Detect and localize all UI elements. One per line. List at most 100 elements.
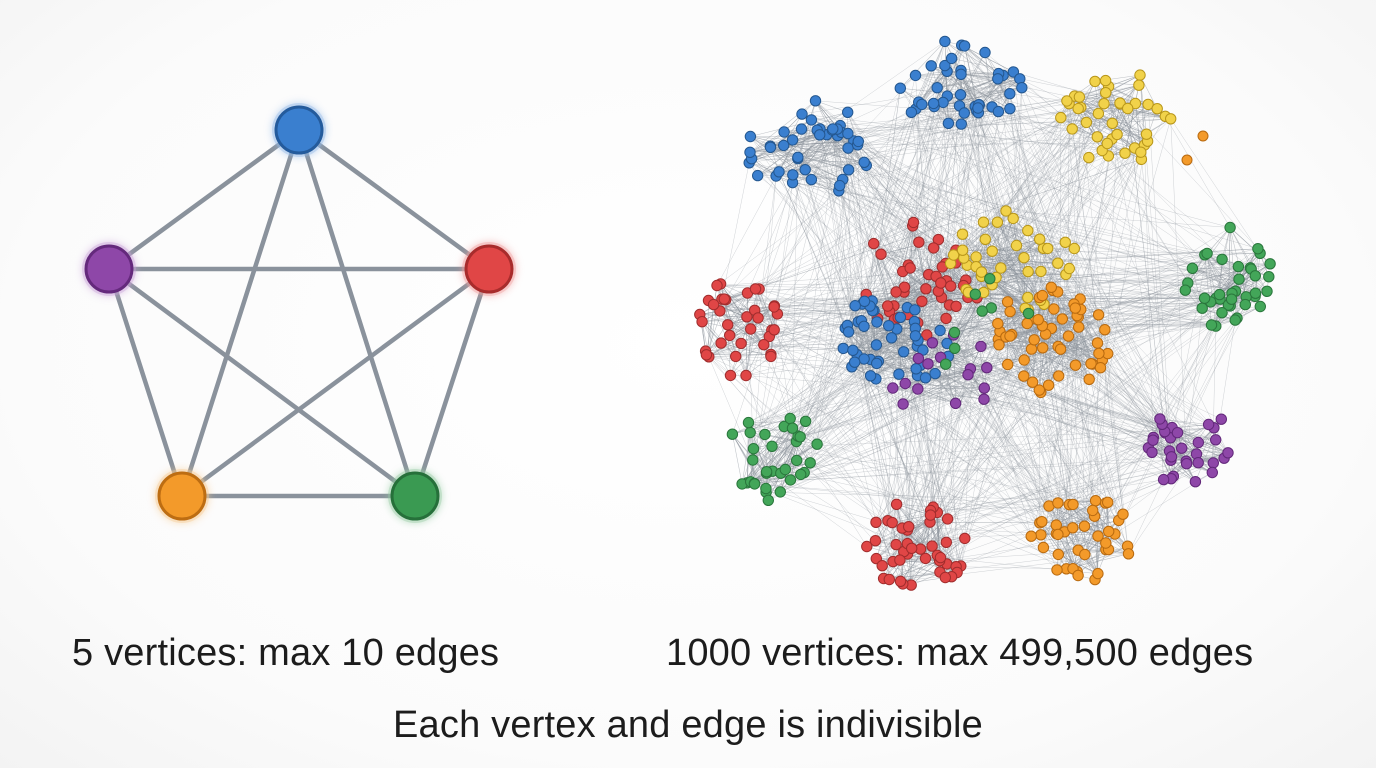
large-vertex-blue-cluster-top-6	[931, 82, 943, 94]
large-vertex-green-cluster-right-139	[1233, 273, 1245, 285]
large-vertex-orange-cluster-bottom-right-305	[1102, 496, 1114, 508]
large-edge-1799	[1114, 293, 1233, 535]
large-edge-963	[1024, 263, 1271, 361]
large-vertex-core-orange-535	[1004, 330, 1016, 342]
large-edge-2564	[716, 267, 1001, 286]
large-edge-413	[903, 103, 1070, 293]
large-vertex-core-blue-476	[871, 316, 883, 328]
large-edge-2582	[1027, 230, 1078, 572]
large-edge-3163	[954, 323, 1028, 333]
large-edge-2862	[878, 117, 1062, 362]
large-edge-3182	[1051, 287, 1172, 457]
large-edge-1594	[771, 446, 1108, 503]
large-vertex-green-cluster-right-156	[1249, 270, 1262, 282]
large-edge-3076	[1038, 314, 1099, 320]
large-edge-1765	[1040, 440, 1154, 535]
large-edge-3316	[983, 398, 1163, 425]
large-vertex-core-blue-452	[885, 332, 898, 344]
large-vertex-red-cluster-left-164	[724, 329, 736, 342]
large-edge-205	[911, 112, 968, 266]
large-edge-2865	[872, 300, 1085, 555]
large-edge-3260	[905, 374, 969, 384]
large-edge-1982	[883, 526, 909, 579]
large-vertex-core-orange-487	[1073, 321, 1085, 333]
large-vertex-blue-cluster-upper-left-125	[814, 129, 826, 141]
footer-caption: Each vertex and edge is indivisible	[392, 704, 983, 746]
large-edge-1676	[1076, 502, 1106, 572]
large-vertex-blue-cluster-top-0	[1004, 88, 1016, 100]
large-vertex-orange-cluster-bottom-right-299	[1067, 522, 1079, 534]
large-vertex-orange-cluster-bottom-right-295	[1052, 528, 1064, 541]
large-edge-2742	[896, 328, 900, 375]
large-edge-370	[1108, 86, 1142, 153]
large-edge-452	[959, 105, 1113, 140]
large-edge-1122	[702, 313, 778, 322]
large-edge-480	[780, 141, 1148, 474]
large-vertex-green-cluster-lower-left-247	[747, 454, 759, 466]
large-edge-224	[864, 102, 919, 302]
large-vertex-yellow-cluster-top-right-58	[1101, 137, 1114, 150]
large-vertex-orange-cluster-bottom-right-279	[1052, 497, 1064, 509]
large-edge-1146	[725, 182, 793, 300]
large-vertex-core-orange-517	[1093, 347, 1105, 360]
large-vertex-core-blue-468	[858, 295, 871, 307]
large-vertex-core-blue-464	[858, 353, 870, 365]
large-edge-227	[750, 71, 1014, 482]
large-edge-1813	[1069, 463, 1187, 505]
large-edge-1777	[784, 426, 1065, 533]
large-edge-1186	[770, 112, 912, 355]
large-edge-2314	[894, 266, 1239, 322]
large-edge-1483	[754, 426, 785, 485]
large-vertex-core-orange-500	[1001, 296, 1014, 308]
large-clustered-graph	[694, 35, 1276, 591]
large-edge-1920	[911, 566, 957, 586]
k5-edge-bottom-right-left	[106, 266, 418, 499]
large-vertex-blue-cluster-upper-left-85	[744, 130, 757, 143]
large-edge-186	[978, 104, 1029, 231]
large-edge-889	[1192, 268, 1268, 292]
large-edge-3135	[837, 135, 1058, 293]
large-vertex-blue-cluster-upper-left-105	[778, 126, 790, 138]
large-edge-2882	[871, 88, 901, 302]
large-vertex-orange-cluster-bottom-right-294	[1036, 516, 1048, 528]
large-vertex-core-blue-456	[898, 346, 910, 358]
large-edge-415	[1097, 134, 1118, 537]
large-vertex-core-green-560	[969, 288, 981, 300]
large-vertex-blue-cluster-upper-left-109	[752, 169, 764, 182]
large-vertex-orange-cluster-bottom-right-304	[1092, 567, 1104, 580]
large-edge-2089	[778, 171, 948, 564]
large-edge-2835	[856, 354, 952, 577]
large-edge-2070	[797, 435, 868, 547]
large-edge-2179	[889, 247, 934, 312]
large-edge-2337	[784, 263, 946, 427]
large-vertex-blue-cluster-upper-left-118	[805, 114, 818, 126]
large-edge-1573	[750, 427, 1214, 483]
large-edge-2044	[771, 329, 921, 550]
large-edge-426	[903, 147, 1135, 552]
large-vertex-red-cluster-bottom-349	[903, 521, 915, 533]
large-vertex-red-cluster-bottom-342	[941, 513, 954, 525]
large-vertex-green-cluster-right-153	[1216, 253, 1228, 265]
large-vertex-core-purple-548	[912, 352, 925, 365]
large-vertex-red-cluster-left-194	[707, 298, 720, 311]
large-edge-2819	[856, 332, 955, 355]
large-vertex-red-cluster-left-178	[749, 283, 762, 295]
large-vertex-green-cluster-right-135	[1224, 221, 1236, 234]
large-edge-585	[750, 136, 793, 183]
large-edge-2511	[962, 230, 1028, 251]
large-vertex-core-yellow-417	[979, 233, 991, 246]
large-edge-140	[944, 41, 1010, 94]
large-vertex-green-cluster-right-159	[1179, 284, 1192, 296]
large-vertex-green-cluster-lower-left-261	[811, 438, 823, 450]
large-edge-729	[792, 174, 877, 523]
large-vertex-blue-cluster-upper-left-117	[796, 108, 808, 120]
large-vertex-orange-cluster-bottom-right-286	[1079, 548, 1091, 561]
large-edge-2568	[1039, 152, 1141, 240]
large-vertex-core-blue-469	[849, 300, 861, 312]
large-edge-3127	[1009, 93, 1055, 310]
large-edge-1570	[748, 361, 855, 423]
large-edge-2550	[976, 266, 1231, 307]
large-edge-3290	[932, 342, 987, 368]
large-vertex-yellow-cluster-top-right-71	[1092, 107, 1105, 120]
large-edge-2486	[1040, 242, 1066, 272]
